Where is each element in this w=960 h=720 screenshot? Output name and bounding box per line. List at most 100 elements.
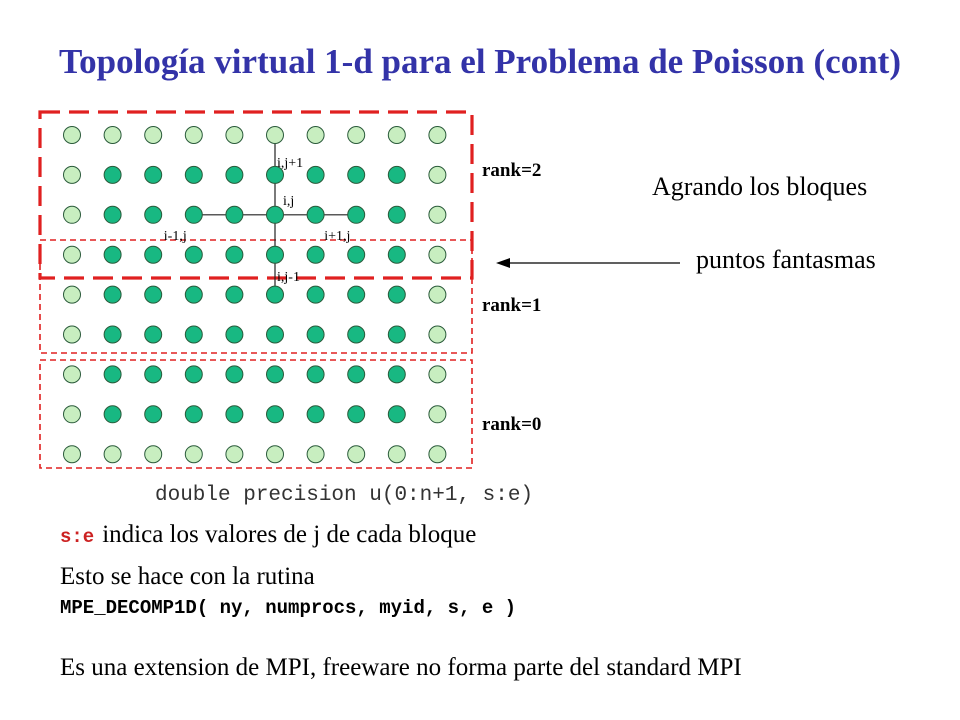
- active-grid-node: [103, 405, 122, 424]
- routine-intro: Esto se hace con la rutina: [60, 563, 315, 590]
- rank-1-region: [39, 239, 473, 354]
- active-grid-node: [387, 285, 406, 304]
- active-grid-node: [266, 325, 284, 344]
- active-grid-node: [184, 285, 203, 304]
- ghost-grid-node: [63, 165, 81, 184]
- active-grid-node: [144, 165, 163, 184]
- ghost-grid-node: [387, 445, 406, 464]
- ghost-grid-node: [63, 405, 81, 424]
- active-grid-node: [144, 325, 163, 344]
- active-grid-node: [144, 205, 163, 224]
- active-grid-node: [266, 285, 284, 304]
- ghost-grid-node: [63, 245, 81, 264]
- ghost-grid-node: [144, 445, 163, 464]
- active-grid-node: [347, 245, 366, 264]
- ghost-grid-node: [347, 445, 366, 464]
- mpe-decomp-call: MPE_DECOMP1D( ny, numprocs, myid, s, e ): [60, 597, 517, 619]
- active-grid-node: [347, 165, 366, 184]
- stencil-label-west: i-1,j: [164, 229, 187, 244]
- active-grid-node: [347, 325, 366, 344]
- stencil-label-center: i,j: [283, 194, 294, 209]
- rank-2-region: [38, 110, 474, 280]
- ghost-grid-node: [63, 285, 81, 304]
- se-explanation: s:e indica los valores de j de cada bloqu…: [60, 521, 476, 549]
- active-grid-node: [103, 205, 122, 224]
- active-grid-node: [387, 405, 406, 424]
- active-grid-node: [387, 205, 406, 224]
- active-grid-node: [347, 285, 366, 304]
- active-grid-node: [144, 365, 163, 384]
- active-grid-node: [144, 285, 163, 304]
- ghost-grid-node: [306, 126, 325, 144]
- arrow-head: [496, 258, 510, 268]
- ghost-grid-node: [63, 445, 81, 464]
- active-grid-node: [184, 165, 203, 184]
- note-enlarge-blocks: Agrando los bloques: [652, 172, 868, 201]
- ghost-grid-node: [428, 325, 447, 344]
- active-grid-node: [387, 365, 406, 384]
- active-grid-node: [184, 205, 203, 224]
- active-grid-node: [225, 285, 244, 304]
- active-grid-node: [306, 365, 325, 384]
- active-grid-node: [144, 405, 163, 424]
- active-grid-node: [144, 245, 163, 264]
- active-grid-node: [347, 205, 366, 224]
- stencil-label-east: i+1,j: [324, 229, 350, 244]
- ghost-grid-node: [63, 325, 81, 344]
- ghost-grid-node: [225, 445, 244, 464]
- active-grid-node: [306, 405, 325, 424]
- ghost-grid-node: [428, 126, 447, 144]
- active-grid-node: [306, 165, 325, 184]
- stencil-label-south: i,j-1: [277, 270, 300, 285]
- note-ghost-points: puntos fantasmas: [696, 245, 876, 274]
- ghost-grid-node: [428, 405, 447, 424]
- active-grid-node: [103, 285, 122, 304]
- active-grid-node: [225, 245, 244, 264]
- ghost-grid-node: [387, 126, 406, 144]
- active-grid-node: [225, 365, 244, 384]
- extension-note: Es una extension de MPI, freeware no for…: [60, 654, 742, 681]
- active-grid-node: [306, 285, 325, 304]
- ghost-grid-node: [184, 445, 203, 464]
- ghost-grid-node: [266, 445, 284, 464]
- ghost-grid-node: [225, 126, 244, 144]
- ghost-grid-node: [428, 205, 447, 224]
- active-grid-node: [266, 205, 284, 224]
- rank-1-label: rank=1: [482, 295, 542, 316]
- se-code: s:e: [60, 526, 95, 548]
- active-grid-node: [103, 245, 122, 264]
- ghost-points-arrow: [496, 258, 680, 268]
- ghost-grid-node: [63, 205, 81, 224]
- active-grid-node: [103, 325, 122, 344]
- ghost-grid-node: [266, 126, 284, 144]
- active-grid-node: [225, 405, 244, 424]
- active-grid-node: [266, 165, 284, 184]
- active-grid-node: [387, 165, 406, 184]
- active-grid-node: [306, 325, 325, 344]
- ghost-grid-node: [144, 126, 163, 144]
- active-grid-node: [306, 245, 325, 264]
- ghost-grid-node: [428, 245, 447, 264]
- active-grid-node: [266, 245, 284, 264]
- rank-regions: [38, 110, 474, 469]
- se-text: indica los valores de j de cada bloque: [102, 521, 477, 548]
- rank-0-label: rank=0: [482, 414, 542, 435]
- active-grid-node: [387, 325, 406, 344]
- active-grid-node: [184, 405, 203, 424]
- active-grid-node: [347, 365, 366, 384]
- active-grid-node: [266, 405, 284, 424]
- active-grid-node: [225, 325, 244, 344]
- ghost-grid-node: [347, 126, 366, 144]
- ghost-grid-node: [184, 126, 203, 144]
- active-grid-node: [266, 365, 284, 384]
- rank-0-region: [39, 359, 473, 469]
- ghost-grid-node: [428, 285, 447, 304]
- ghost-grid-node: [428, 365, 447, 384]
- active-grid-node: [184, 325, 203, 344]
- grid-nodes: [63, 126, 447, 464]
- active-grid-node: [103, 365, 122, 384]
- active-grid-node: [184, 365, 203, 384]
- active-grid-node: [225, 205, 244, 224]
- ghost-grid-node: [103, 126, 122, 144]
